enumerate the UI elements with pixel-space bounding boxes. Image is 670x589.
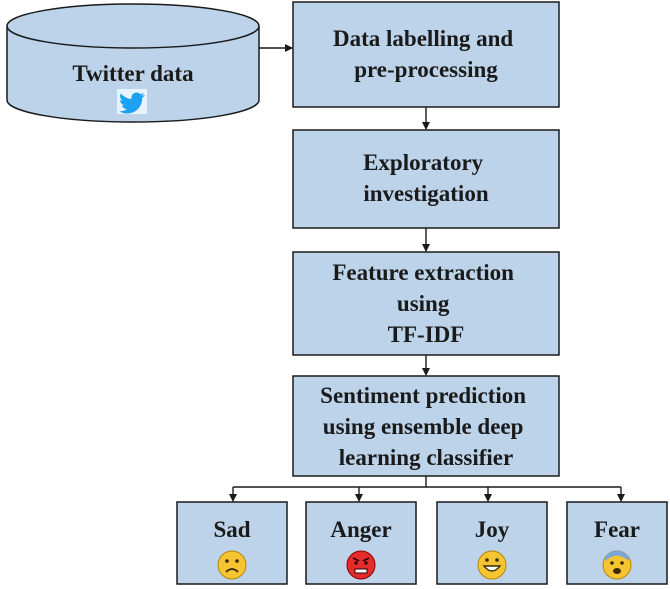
step-label: Feature extraction using TF-IDF [332,260,519,347]
twitter-data-label: Twitter data [72,61,194,86]
step-preprocessing: Data labelling and pre-processing [292,1,560,108]
output-anger: Anger [305,501,417,585]
step-exploratory-investigation: Exploratory investigation [292,129,560,229]
angry-face-emoji-icon [346,550,376,580]
output-label: Fear [594,517,640,542]
step-box [292,129,560,229]
step-box [292,1,560,108]
step-label: Sentiment prediction using ensemble deep… [320,383,532,470]
step-box [292,375,560,477]
database-cylinder-top [6,3,260,49]
smiling-face-emoji-icon [477,550,507,580]
database-cylinder-body [6,26,260,123]
twitter-bird-icon [117,89,147,114]
output-connector [229,476,625,502]
step-feature-extraction: Feature extraction using TF-IDF [292,251,560,356]
fearful-face-emoji-icon [602,550,632,580]
step-label: Exploratory investigation [363,150,489,206]
output-sad: Sad [176,501,288,585]
output-label: Sad [213,517,250,542]
step-label: Data labelling and pre-processing [333,26,519,82]
output-fear: Fear [566,501,668,585]
output-label: Anger [330,517,391,542]
twitter-data-node: Twitter data [6,3,260,123]
output-label: Joy [475,517,510,542]
sad-face-emoji-icon [217,550,247,580]
output-joy: Joy [436,501,548,585]
step-sentiment-prediction: Sentiment prediction using ensemble deep… [292,375,560,477]
step-box [292,251,560,356]
